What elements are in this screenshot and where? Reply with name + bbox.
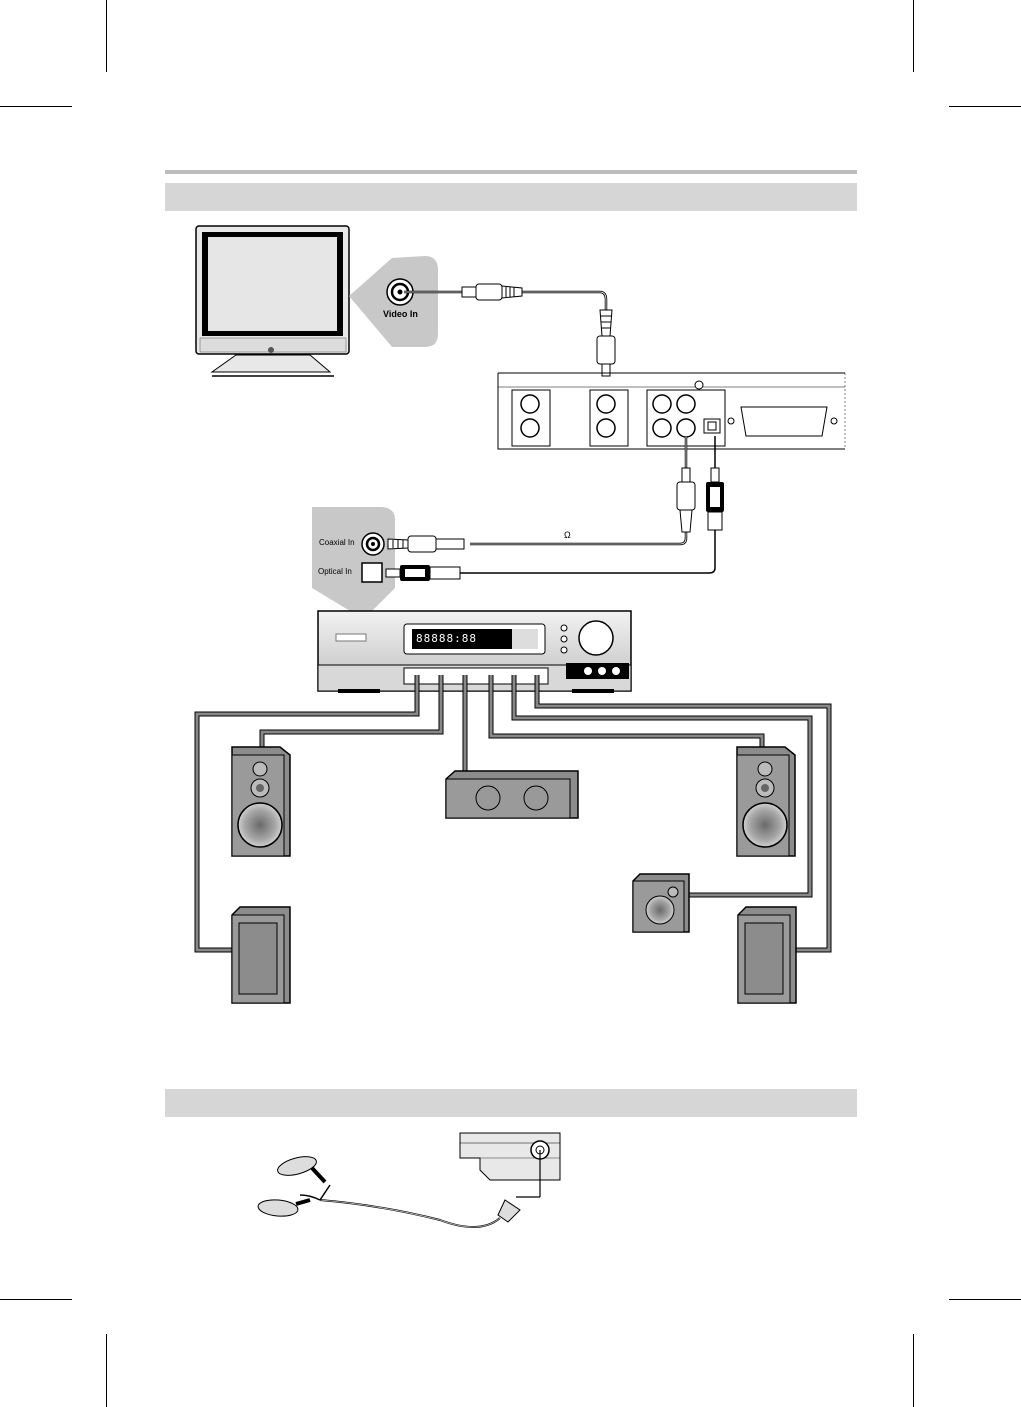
ohm-symbol: Ω bbox=[564, 530, 571, 540]
front-left-speaker-icon bbox=[232, 747, 290, 856]
volume-knob-icon bbox=[579, 621, 613, 655]
optical-plug-icon bbox=[706, 468, 724, 530]
optical-in-jack-icon bbox=[362, 563, 382, 582]
subwoofer-icon bbox=[633, 874, 689, 932]
rca-plug-icon bbox=[388, 536, 464, 552]
rca-plug-icon bbox=[677, 468, 695, 532]
player-front-panel-icon bbox=[460, 1133, 560, 1197]
optical-in-label: Optical In bbox=[318, 567, 352, 576]
tv-icon bbox=[196, 226, 349, 376]
surround-left-speaker-icon bbox=[232, 907, 290, 1003]
coaxial-in-label: Coaxial In bbox=[319, 538, 355, 547]
dvd-player-rear-panel bbox=[498, 373, 845, 449]
rca-plug-icon bbox=[597, 310, 615, 376]
center-speaker-icon bbox=[446, 771, 578, 818]
video-in-label: Video In bbox=[383, 309, 418, 319]
optical-plug-icon bbox=[386, 565, 460, 581]
av-receiver-icon bbox=[318, 611, 631, 693]
surround-right-speaker-icon bbox=[738, 907, 796, 1003]
receiver-display: 88888:88 bbox=[416, 632, 477, 645]
rca-plug-icon bbox=[462, 284, 522, 300]
front-right-speaker-icon bbox=[737, 747, 795, 856]
